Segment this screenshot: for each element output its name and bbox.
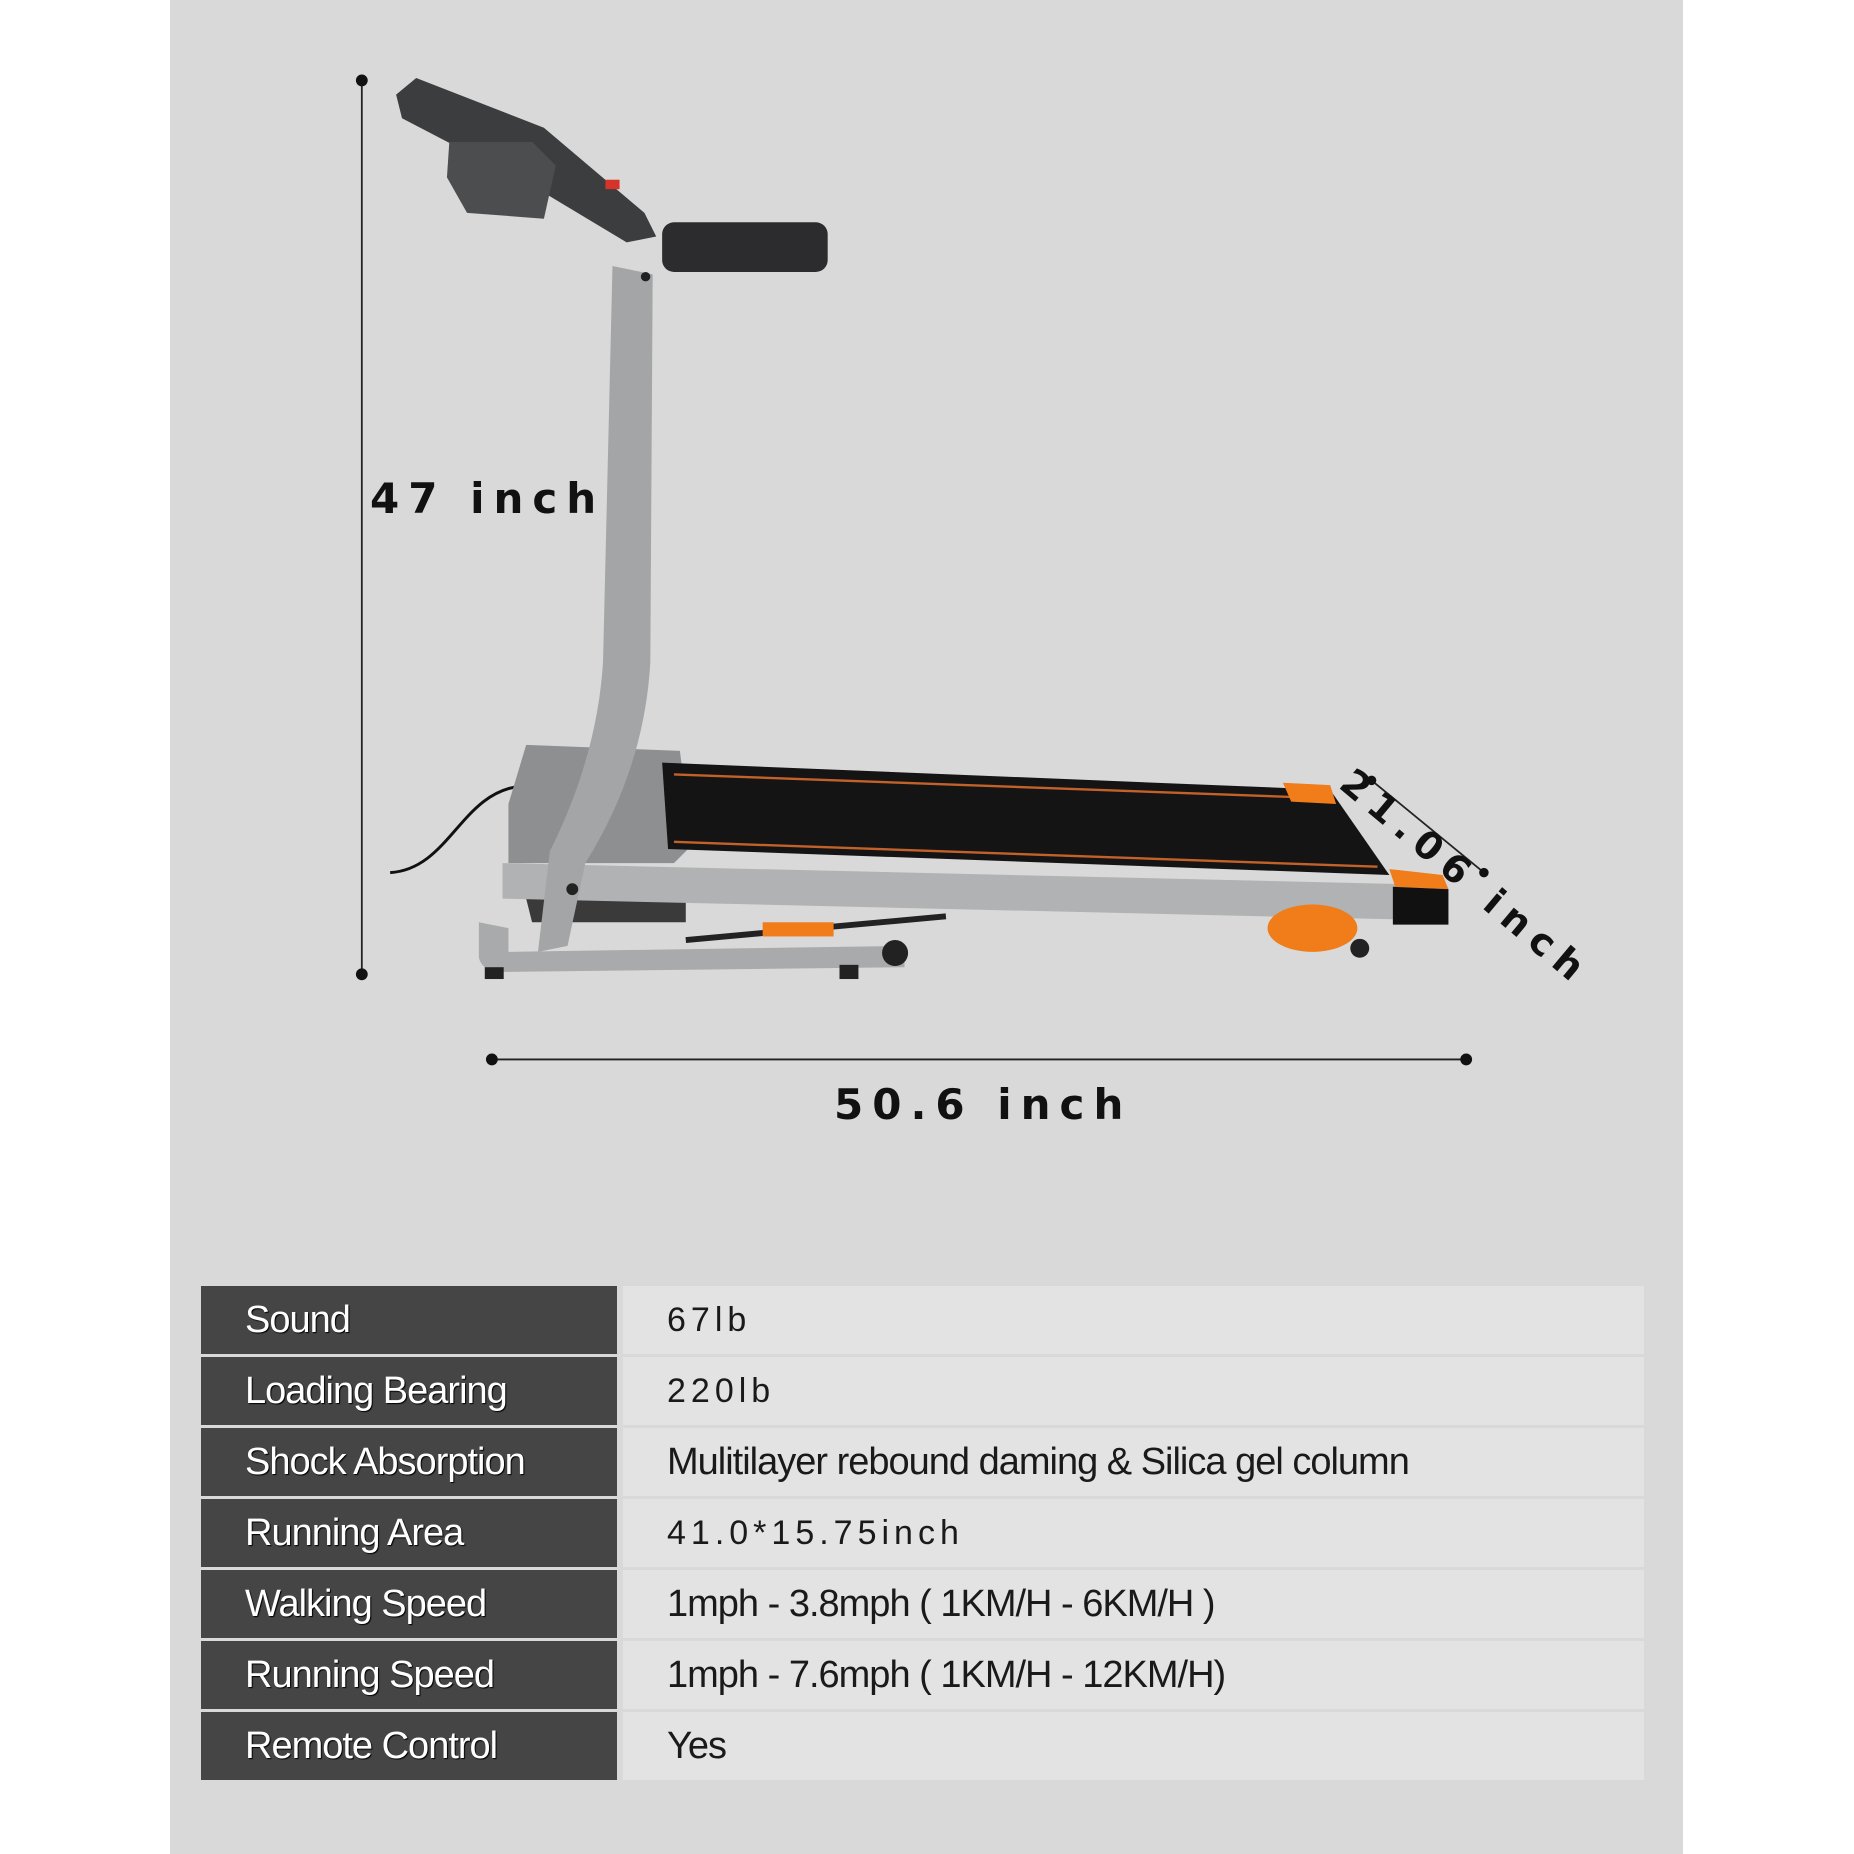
spec-value: 1mph - 7.6mph ( 1KM/H - 12KM/H) xyxy=(623,1641,1644,1709)
spec-label: Sound xyxy=(201,1286,617,1354)
spec-value: 220lb xyxy=(623,1357,1644,1425)
height-label: 47 inch xyxy=(370,474,606,523)
spec-label: Running Area xyxy=(201,1499,617,1567)
length-dimension-line xyxy=(485,1053,1473,1066)
spec-value: Yes xyxy=(623,1712,1644,1780)
spec-row-running-area: Running Area 41.0*15.75inch xyxy=(201,1499,1644,1567)
spec-label: Loading Bearing xyxy=(201,1357,617,1425)
spec-value: Mulitilayer rebound daming & Silica gel … xyxy=(623,1428,1644,1496)
spec-row-sound: Sound 67lb xyxy=(201,1286,1644,1354)
spec-label: Remote Control xyxy=(201,1712,617,1780)
length-label: 50.6 inch xyxy=(834,1080,1133,1129)
treadmill-image xyxy=(390,78,1449,980)
spec-value: 1mph - 3.8mph ( 1KM/H - 6KM/H ) xyxy=(623,1570,1644,1638)
height-dimension-line xyxy=(355,74,368,981)
spec-row-walking-speed: Walking Speed 1mph - 3.8mph ( 1KM/H - 6K… xyxy=(201,1570,1644,1638)
width-dimension-line xyxy=(1366,775,1489,878)
spec-label: Walking Speed xyxy=(201,1570,617,1638)
spec-row-remote-control: Remote Control Yes xyxy=(201,1712,1644,1780)
spec-row-running-speed: Running Speed 1mph - 7.6mph ( 1KM/H - 12… xyxy=(201,1641,1644,1709)
spec-value: 41.0*15.75inch xyxy=(623,1499,1644,1567)
spec-label: Running Speed xyxy=(201,1641,617,1709)
spec-row-loading-bearing: Loading Bearing 220lb xyxy=(201,1357,1644,1425)
treadmill-figure xyxy=(355,74,1489,1066)
spec-value: 67lb xyxy=(623,1286,1644,1354)
spec-label: Shock Absorption xyxy=(201,1428,617,1496)
spec-table: Sound 67lb Loading Bearing 220lb Shock A… xyxy=(201,1286,1644,1783)
spec-row-shock-absorption: Shock Absorption Mulitilayer rebound dam… xyxy=(201,1428,1644,1496)
